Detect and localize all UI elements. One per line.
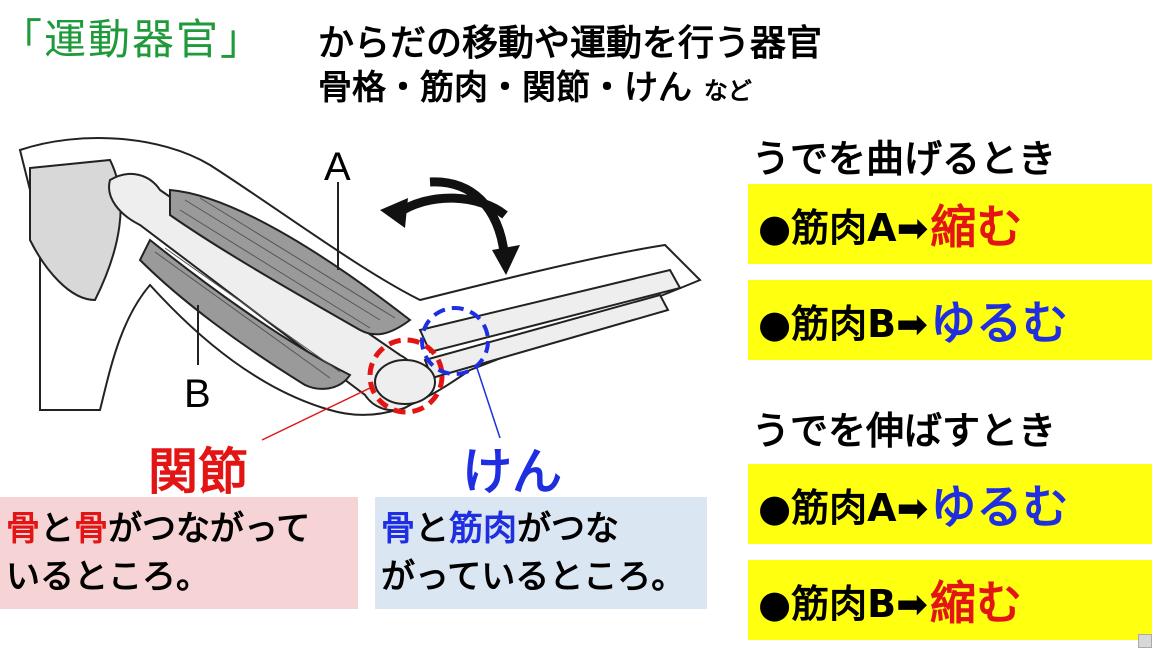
description-line2: 骨格・筋肉・関節・けん など	[318, 60, 752, 109]
arm-diagram: A B	[18, 137, 702, 441]
bend-row-b-prefix: ●筋肉B➡	[758, 301, 928, 346]
bend-row-muscle-a: ●筋肉A➡縮む	[748, 184, 1152, 264]
joint-term-bone1: 骨	[6, 509, 40, 549]
muscle-a	[169, 188, 412, 336]
description-items: 骨格・筋肉・関節・けん	[318, 68, 692, 108]
tendon-term-muscle: 筋肉	[449, 509, 517, 549]
extend-row-muscle-a: ●筋肉A➡ゆるむ	[748, 464, 1152, 544]
title-text: 運動器官	[44, 15, 221, 64]
label-b: B	[184, 372, 211, 416]
extend-row-b-prefix: ●筋肉B➡	[758, 581, 928, 626]
joint-term-bone2: 骨	[74, 509, 108, 549]
tendon-term-bone: 骨	[381, 509, 415, 549]
joint-label: 関節	[148, 443, 248, 501]
flex-arrow-lower	[429, 177, 510, 261]
tendon-description-box: 骨と筋肉がつな がっているところ。	[375, 497, 707, 609]
extend-section-title: うでを伸ばすとき	[752, 409, 1057, 453]
muscle-b	[138, 238, 352, 390]
bend-row-a-result: 縮む	[930, 200, 1023, 254]
joint-description-box: 骨と骨がつながって いるところ。	[0, 497, 358, 609]
bend-row-b-result: ゆるむ	[929, 296, 1068, 350]
description-suffix: など	[703, 77, 752, 105]
joint-circle	[367, 337, 445, 415]
page-title: 「運動器官」	[0, 6, 264, 67]
title-close-bracket: 」	[220, 15, 265, 64]
tendon-connector-to: と	[415, 509, 449, 549]
tendon-description-line2: がっているところ。	[381, 557, 686, 597]
tendon-description-line1: 骨と筋肉がつな	[381, 505, 701, 553]
flex-arrow-upper-head	[380, 198, 408, 228]
label-a: A	[324, 145, 351, 189]
bend-row-muscle-b: ●筋肉B➡ゆるむ	[748, 280, 1152, 360]
joint-description-line2: いるところ。	[6, 557, 210, 597]
flex-arrow-lower-head	[492, 245, 520, 275]
joint-line1-rest: がつながって	[108, 509, 311, 549]
flex-arrow-upper	[392, 193, 508, 219]
tendon-label: けん	[462, 443, 562, 501]
description-line1: からだの移動や運動を行う器官	[318, 23, 823, 64]
extend-row-a-prefix: ●筋肉A➡	[758, 485, 929, 530]
title-open-bracket: 「	[0, 15, 45, 64]
joint-description-line1: 骨と骨がつながって	[6, 505, 352, 553]
extend-row-b-result: 縮む	[929, 576, 1022, 630]
tendon-circle	[420, 306, 490, 376]
extend-row-a-result: ゆるむ	[930, 480, 1069, 534]
elbow-bone	[374, 359, 436, 405]
tendon-line1-rest: がつな	[517, 509, 619, 549]
resize-handle[interactable]	[1138, 634, 1152, 648]
extend-row-muscle-b: ●筋肉B➡縮む	[748, 560, 1152, 640]
humerus-bone	[108, 172, 420, 412]
bend-section-title: うでを曲げるとき	[752, 137, 1057, 181]
joint-pointer-line	[261, 387, 371, 441]
bend-row-a-prefix: ●筋肉A➡	[758, 205, 929, 250]
joint-connector-to: と	[40, 509, 74, 549]
tendon-pointer-line	[475, 364, 501, 439]
